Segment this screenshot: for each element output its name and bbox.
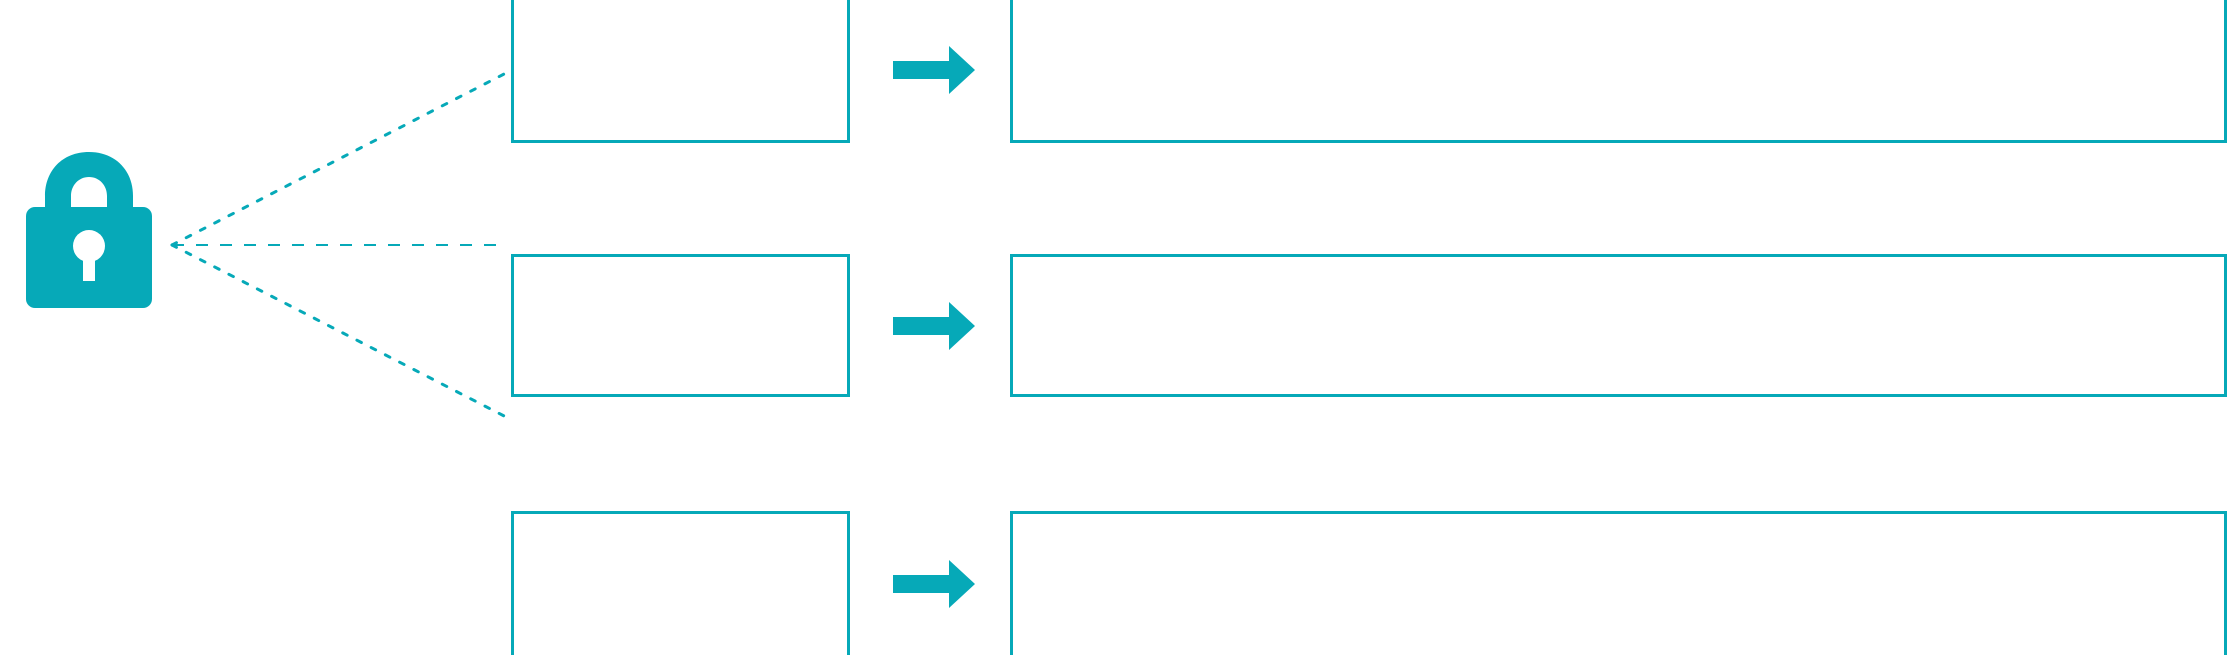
right-box-row-3[interactable] (1010, 511, 2227, 655)
arrow-right-icon-row-2 (893, 302, 975, 350)
arrow-right-icon-row-3 (893, 560, 975, 608)
left-box-row-1[interactable] (511, 0, 850, 143)
lock-icon (26, 150, 152, 308)
left-box-row-2[interactable] (511, 254, 850, 397)
arrow-right-icon-row-1 (893, 46, 975, 94)
left-box-row-3[interactable] (511, 511, 850, 655)
connector-to-row-3 (170, 243, 510, 420)
right-box-row-2[interactable] (1010, 254, 2227, 397)
right-box-row-1[interactable] (1010, 0, 2227, 143)
connector-to-row-1 (170, 70, 510, 247)
